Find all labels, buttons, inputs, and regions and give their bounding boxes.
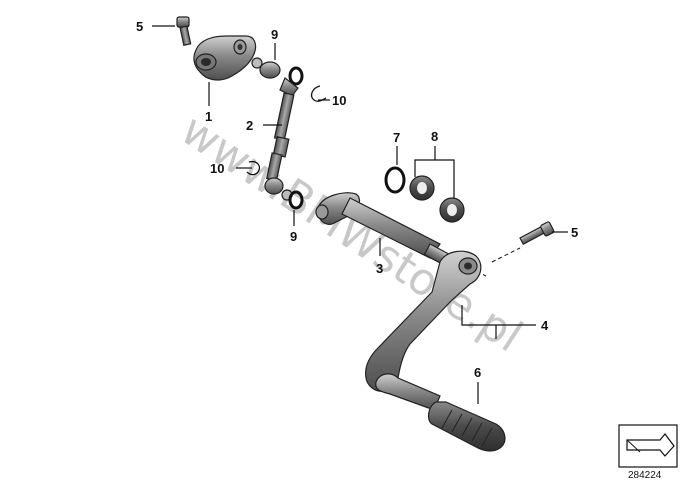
callout-3: 3 xyxy=(376,261,383,276)
callout-10-lower: 10 xyxy=(210,161,224,176)
callout-9-top: 9 xyxy=(271,27,278,42)
watermark-text: www.BMWstore.pl xyxy=(172,104,531,362)
part-8-bushings xyxy=(409,175,465,223)
reference-number: 284224 xyxy=(628,470,662,481)
callout-7: 7 xyxy=(393,130,400,145)
part-9-washer-lower xyxy=(288,190,304,210)
part-2-shift-rod xyxy=(251,57,299,201)
callout-10-top: 10 xyxy=(332,93,346,108)
callout-2: 2 xyxy=(246,118,253,133)
part-7-o-ring xyxy=(384,166,406,194)
callout-6: 6 xyxy=(474,365,481,380)
callout-5-top: 5 xyxy=(136,19,143,34)
part-6-peg-rubber xyxy=(427,401,506,452)
callout-9-lower: 9 xyxy=(290,229,297,244)
part-5-bolt-right xyxy=(491,221,555,263)
part-9-washer-top xyxy=(288,66,304,86)
part-10-clip-lower xyxy=(246,160,261,176)
part-1-bracket xyxy=(193,35,257,81)
callout-8: 8 xyxy=(431,129,438,144)
part-5-bolt-top xyxy=(176,16,192,46)
part-4-shift-lever xyxy=(365,250,482,411)
reference-symbol xyxy=(618,424,678,468)
callout-1: 1 xyxy=(205,109,212,124)
part-10-clip-top xyxy=(310,85,327,102)
callout-5-right: 5 xyxy=(571,225,578,240)
callout-4: 4 xyxy=(541,318,549,333)
